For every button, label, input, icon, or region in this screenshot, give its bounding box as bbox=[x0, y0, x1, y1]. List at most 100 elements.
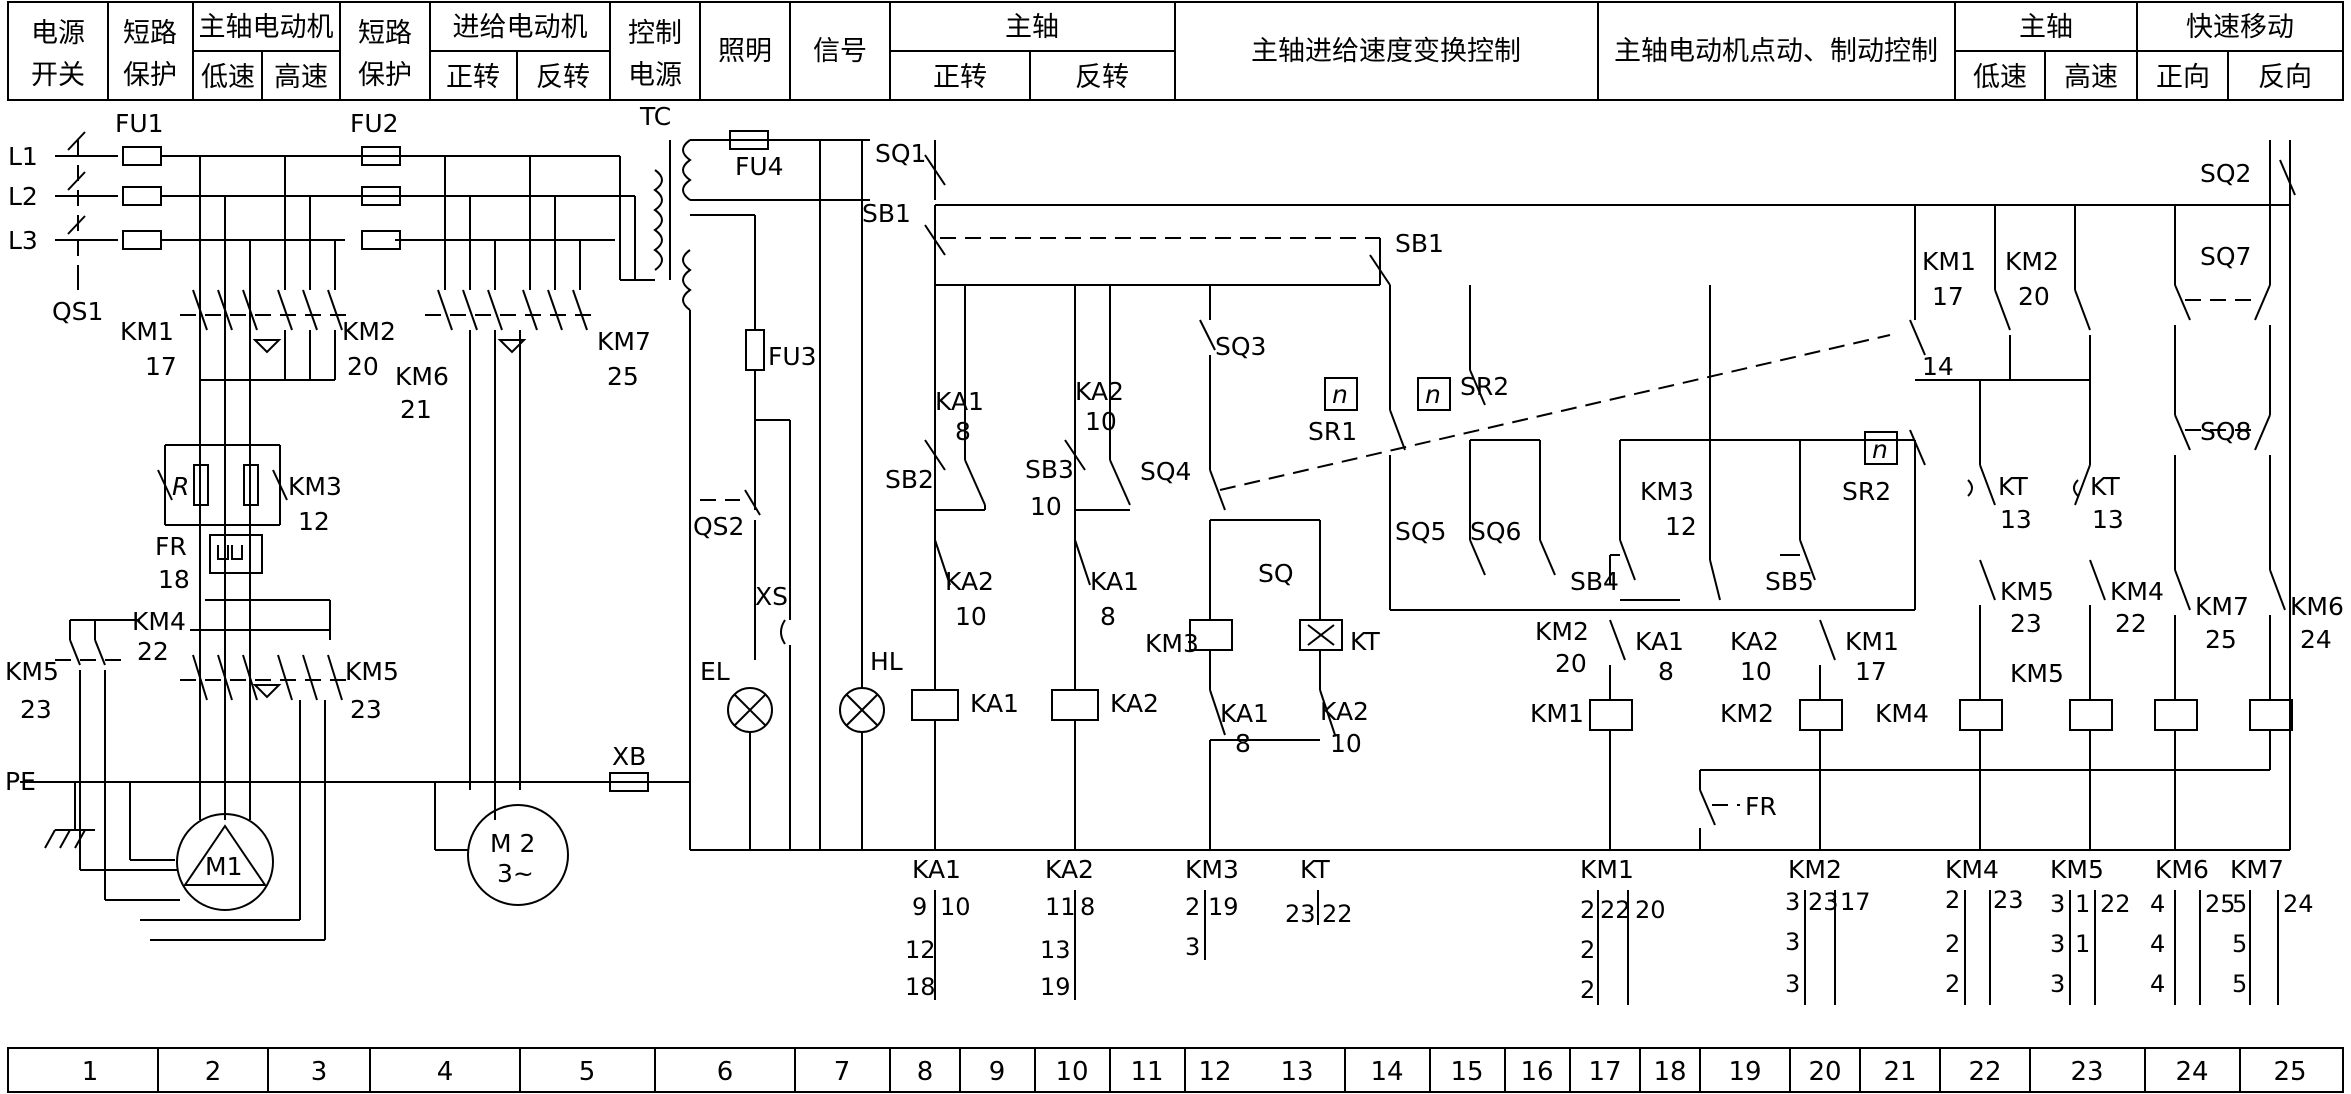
label: PE bbox=[5, 767, 36, 796]
header-cell-lighting: 照明 bbox=[718, 36, 772, 67]
label: 20 bbox=[347, 352, 379, 381]
header-sub-spindle-high: 高速 bbox=[274, 62, 328, 93]
label: FU2 bbox=[350, 109, 399, 138]
header-sub-feed-rev: 反转 bbox=[536, 62, 590, 93]
contact-tables: KA1 9 12 18 10 KA2 11 13 19 8 KM3 2 3 19… bbox=[905, 855, 2314, 1005]
column-number: 2 bbox=[205, 1057, 222, 1087]
label: n bbox=[1332, 380, 1348, 409]
column-number: 15 bbox=[1450, 1057, 1483, 1087]
xref-title: KT bbox=[1300, 855, 1330, 884]
label: FU4 bbox=[735, 152, 784, 181]
label: SQ2 bbox=[2200, 159, 2251, 188]
label: FR bbox=[155, 532, 187, 561]
xref-cell: 3 bbox=[1785, 928, 1800, 956]
feed-motor-m2 bbox=[467, 804, 569, 906]
fu1-fuse bbox=[122, 146, 162, 166]
label: 10 bbox=[955, 602, 987, 631]
label: KA2 bbox=[1320, 697, 1369, 726]
header-sub-spindle-low: 低速 bbox=[201, 62, 255, 93]
label: KA2 bbox=[1110, 689, 1159, 718]
xref-cell: 2 bbox=[1580, 936, 1595, 964]
label: 21 bbox=[400, 395, 432, 424]
label: 22 bbox=[2115, 609, 2147, 638]
label: 23 bbox=[350, 695, 382, 724]
header-cell-short-protect-1b: 保护 bbox=[123, 60, 177, 91]
label: KM4 bbox=[2110, 577, 2164, 606]
label: KT bbox=[1998, 472, 2028, 501]
column-number: 23 bbox=[2070, 1057, 2103, 1087]
label: HL bbox=[870, 647, 903, 676]
xref-title: KA2 bbox=[1045, 855, 1094, 884]
xref-cell: 2 bbox=[1580, 976, 1595, 1004]
contactor-coil-km6 bbox=[2154, 699, 2198, 731]
label: KM6 bbox=[395, 362, 449, 391]
label: KM2 bbox=[1535, 617, 1589, 646]
label: SB4 bbox=[1570, 567, 1619, 596]
label: L2 bbox=[8, 182, 38, 211]
label: 25 bbox=[2205, 625, 2237, 654]
label: 13 bbox=[2092, 505, 2124, 534]
label: KM6 bbox=[2290, 592, 2344, 621]
label: XB bbox=[612, 742, 646, 771]
label: M1 bbox=[205, 852, 242, 881]
column-number: 4 bbox=[437, 1057, 454, 1087]
label: 23 bbox=[20, 695, 52, 724]
xref-cell: 4 bbox=[2150, 970, 2165, 998]
header-cell-power-switch-1: 电源 bbox=[31, 18, 85, 49]
footer-table: 1 2 3 4 5 6 7 8 9 10 11 12 13 14 15 16 1… bbox=[7, 1047, 2344, 1093]
xref-cell: 24 bbox=[2283, 890, 2314, 918]
label: KA1 bbox=[1635, 627, 1684, 656]
label: KA2 bbox=[945, 567, 994, 596]
header-sub-feed-fwd: 正转 bbox=[446, 62, 500, 93]
label: KM3 bbox=[1640, 477, 1694, 506]
label: SQ6 bbox=[1470, 517, 1521, 546]
xref-cell: 17 bbox=[1840, 888, 1871, 916]
label: 12 bbox=[1665, 512, 1697, 541]
label: 8 bbox=[1658, 657, 1674, 686]
label: 20 bbox=[1555, 649, 1587, 678]
label: SB1 bbox=[1395, 229, 1444, 258]
label: KM2 bbox=[342, 317, 396, 346]
label: KM4 bbox=[132, 607, 186, 636]
header-sub-speed-low: 低速 bbox=[1973, 62, 2027, 93]
column-number: 12 bbox=[1198, 1057, 1231, 1087]
label: M 2 bbox=[490, 829, 535, 858]
label: KM5 bbox=[5, 657, 59, 686]
label: KM3 bbox=[288, 472, 342, 501]
xref-cell: 13 bbox=[1040, 936, 1071, 964]
xref-cell: 3 bbox=[2050, 930, 2065, 958]
label: SQ8 bbox=[2200, 417, 2251, 446]
column-number: 21 bbox=[1883, 1057, 1916, 1087]
label: 10 bbox=[1085, 407, 1117, 436]
header-cell-spindle-speed-change: 主轴进给速度变换控制 bbox=[1251, 36, 1521, 67]
xref-cell: 22 bbox=[2100, 890, 2131, 918]
label: XS bbox=[755, 582, 788, 611]
column-number: 1 bbox=[82, 1057, 99, 1087]
label: 8 bbox=[1100, 602, 1116, 631]
label: KA1 bbox=[1090, 567, 1139, 596]
label: R bbox=[172, 472, 189, 501]
label: KM5 bbox=[2010, 659, 2064, 688]
label: SQ5 bbox=[1395, 517, 1446, 546]
xref-cell: 20 bbox=[1635, 896, 1666, 924]
label: QS2 bbox=[693, 512, 744, 541]
header-group-fast-move: 快速移动 bbox=[2186, 12, 2294, 43]
label: SQ7 bbox=[2200, 242, 2251, 271]
label: 24 bbox=[2300, 625, 2332, 654]
fu1-fuse bbox=[122, 230, 162, 250]
label: KM4 bbox=[1875, 699, 1929, 728]
xref-cell: 9 bbox=[912, 893, 927, 921]
label: TC bbox=[639, 102, 671, 131]
label: 20 bbox=[2018, 282, 2050, 311]
xref-cell: 3 bbox=[2050, 970, 2065, 998]
header-cell-control-power-1: 控制 bbox=[628, 18, 682, 49]
label: KA1 bbox=[1220, 699, 1269, 728]
label: KM2 bbox=[1720, 699, 1774, 728]
xref-cell: 18 bbox=[905, 973, 936, 1001]
xref-cell: 12 bbox=[905, 936, 936, 964]
xref-cell: 3 bbox=[1185, 933, 1200, 961]
xref-cell: 4 bbox=[2150, 890, 2165, 918]
label: SB1 bbox=[862, 199, 911, 228]
fu2-fuse bbox=[361, 146, 401, 166]
